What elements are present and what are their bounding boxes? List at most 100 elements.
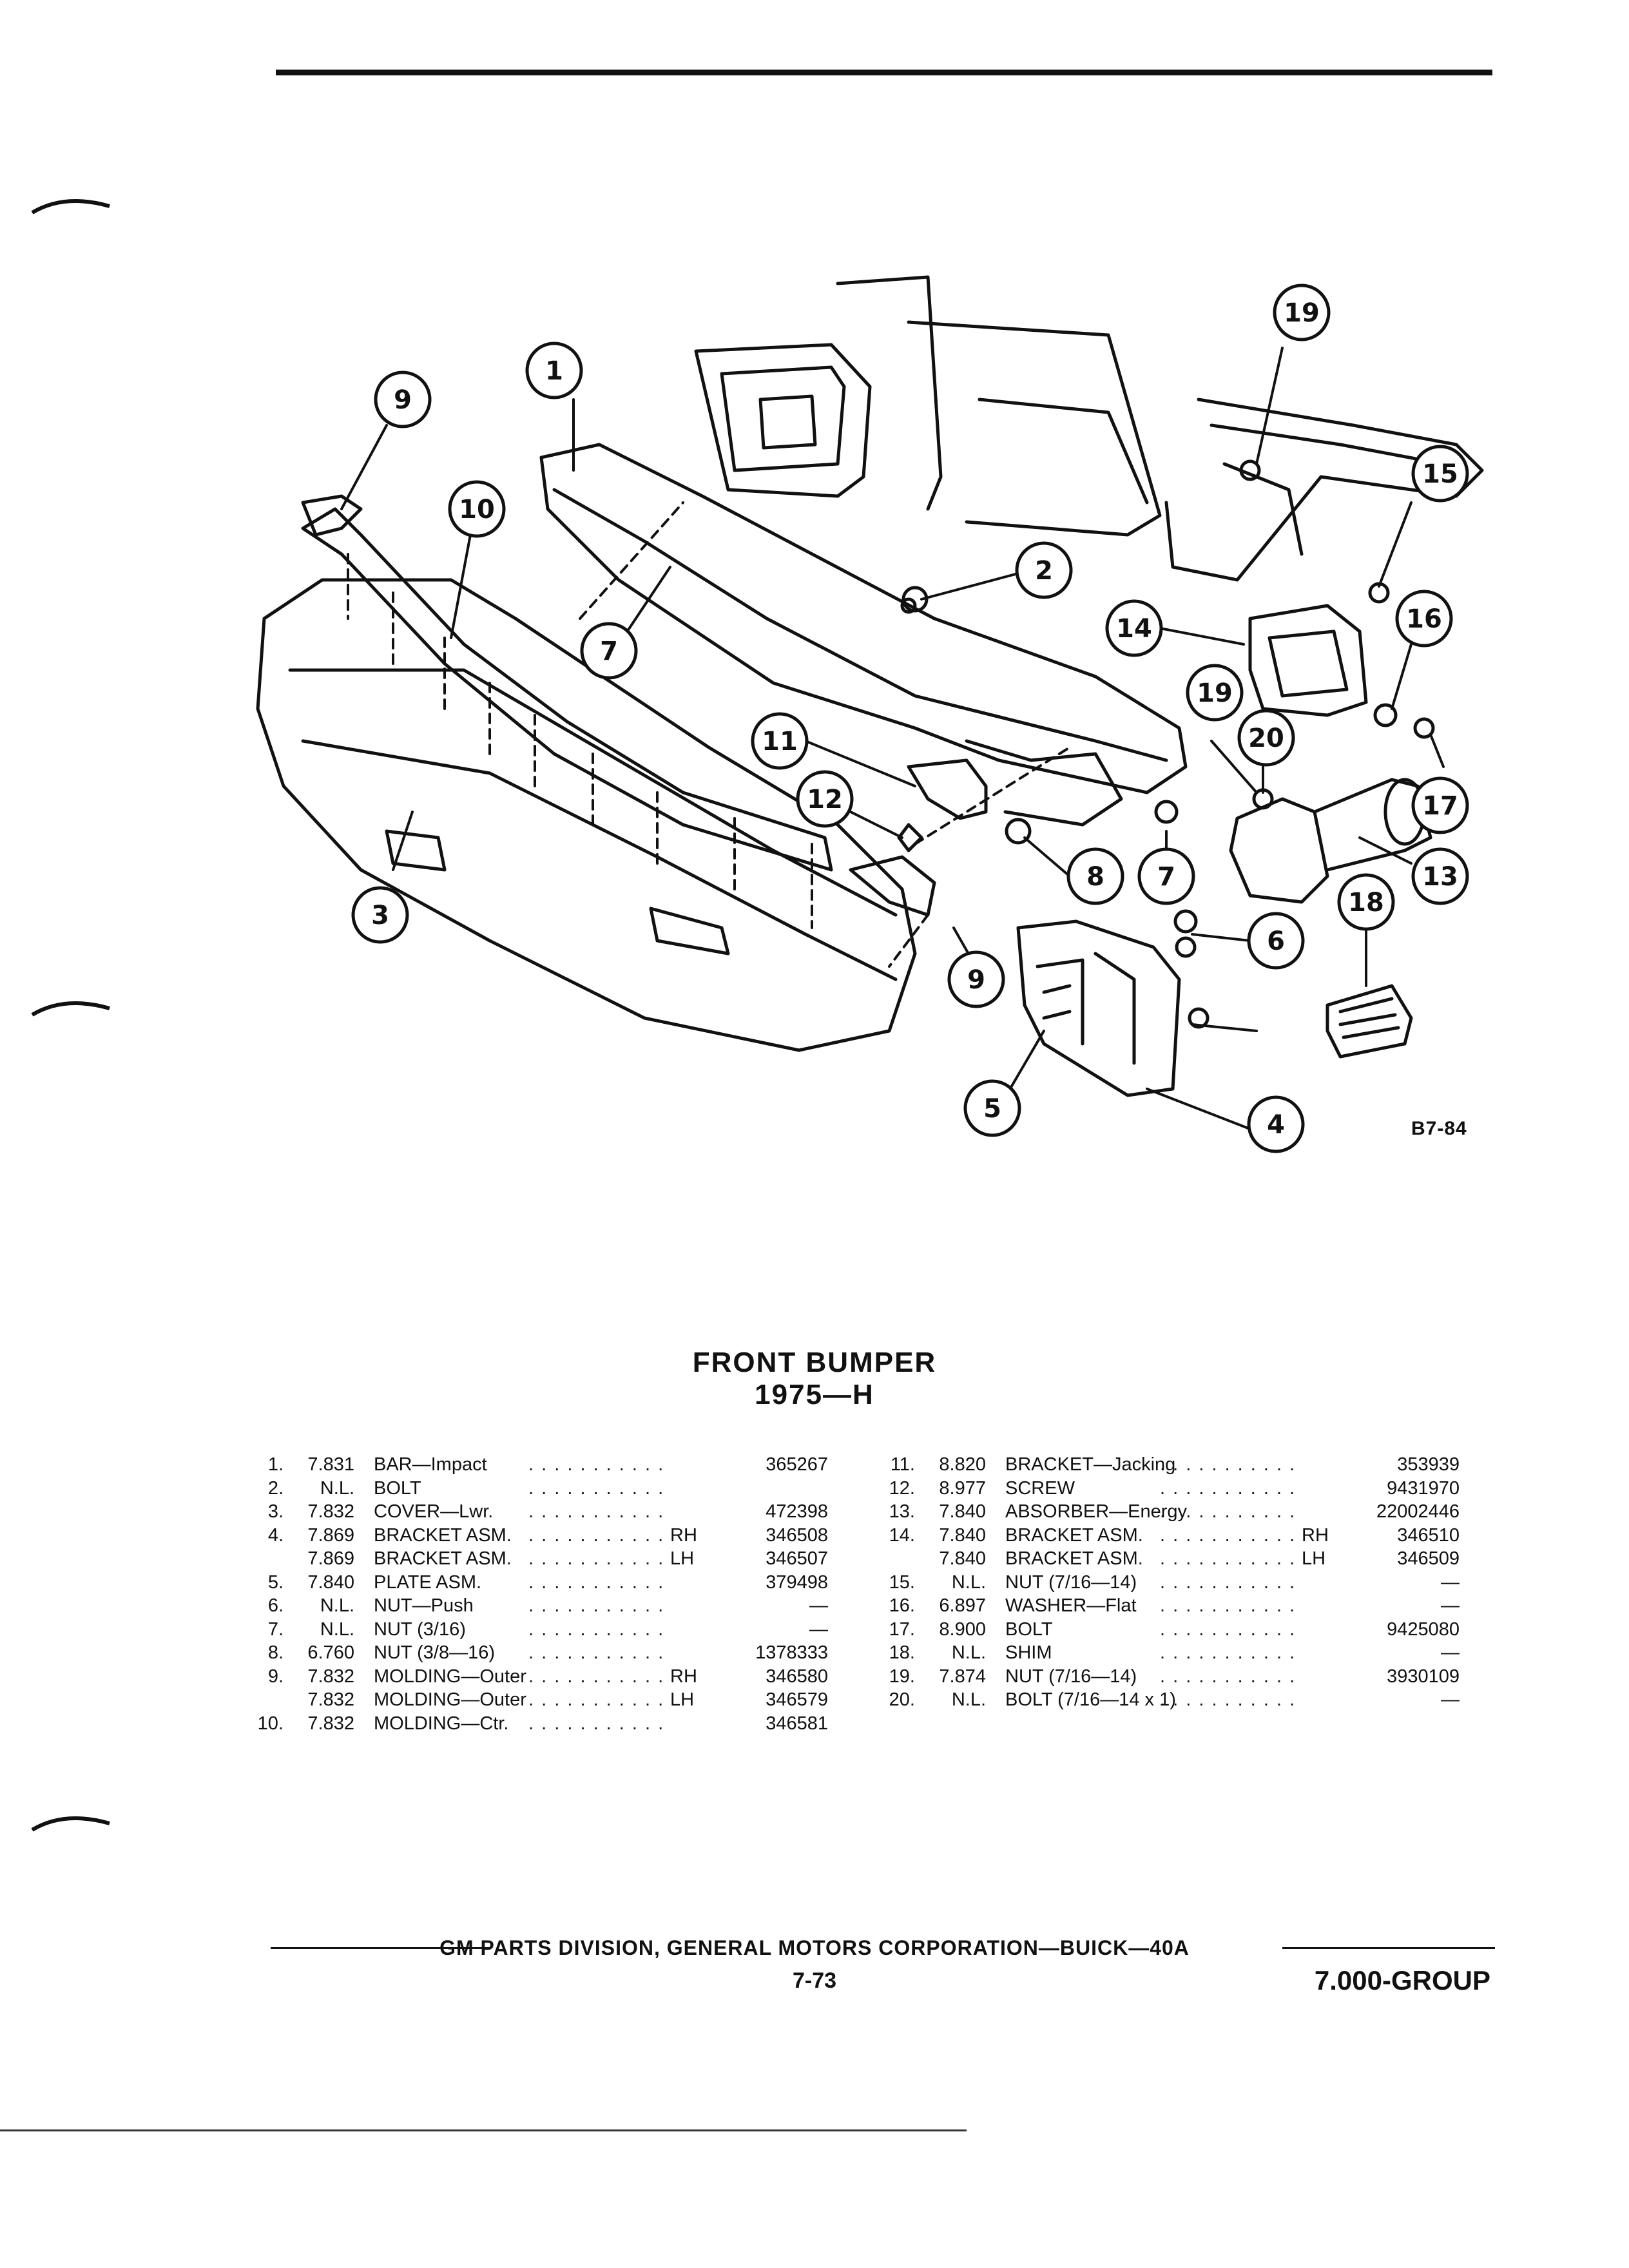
footer-rule-right <box>1282 1947 1495 1949</box>
dot-leader: . . . . . . . . . . . . . . . . <box>1160 1666 1295 1687</box>
callout-label: 7 <box>600 637 618 666</box>
parts-item-number: 5. <box>267 1571 284 1593</box>
parts-description: NUT (7/16—14) <box>1005 1571 1137 1593</box>
callout-circle <box>963 1079 1021 1137</box>
parts-catalog-code: 8.977 <box>939 1477 986 1499</box>
parts-description: PLATE ASM. <box>374 1571 482 1593</box>
dot-leader: . . . . . . . . . . . . . . . . <box>1160 1689 1295 1710</box>
parts-part-number: 379498 <box>766 1571 828 1593</box>
bracket-and-plate-assembly <box>1016 919 1181 1097</box>
callout-label: 10 <box>459 495 495 524</box>
callout-label: 1 <box>545 356 563 386</box>
callout-label: 8 <box>1086 862 1104 892</box>
dot-leader: . . . . . . . . . . . . . . . . <box>1160 1524 1295 1546</box>
callout-circle <box>1411 445 1469 503</box>
callout-circle <box>1237 709 1295 767</box>
callout-circle <box>525 341 583 399</box>
parts-item-number: 3. <box>267 1501 284 1522</box>
callout-label: 15 <box>1422 459 1458 489</box>
parts-list-row: 15.N.L.NUT (7/16—14)—. . . . . . . . . .… <box>876 1571 1495 1595</box>
parts-side: RH <box>670 1666 697 1687</box>
callout-circle <box>580 622 638 680</box>
callout-label: 13 <box>1422 862 1458 892</box>
parts-item-number: 8. <box>267 1642 284 1663</box>
parts-item-number: 12. <box>889 1477 915 1499</box>
dot-leader: . . . . . . . . . . . . . . . . <box>1160 1477 1295 1499</box>
parts-description: SHIM <box>1005 1642 1052 1663</box>
absorber-mounting-bracket <box>1248 604 1368 717</box>
dot-leader: . . . . . . . . . . . . . . . . <box>528 1524 664 1546</box>
callout-label: 9 <box>394 385 412 415</box>
dot-leader: . . . . . . . . . . . . . . . . <box>528 1571 664 1593</box>
callout-circle <box>1105 599 1163 657</box>
frame-rail <box>694 275 1484 582</box>
parts-item-number: 14. <box>889 1524 915 1546</box>
dot-leader: . . . . . . . . . . . . . . . . <box>528 1619 664 1640</box>
parts-part-number: — <box>1441 1642 1460 1663</box>
callout-circle <box>796 770 854 828</box>
binder-hole-mark <box>26 193 122 215</box>
callout-label: 14 <box>1116 614 1152 644</box>
callout-label: 4 <box>1267 1110 1285 1140</box>
parts-catalog-code: 8.900 <box>939 1619 986 1640</box>
parts-part-number: 346510 <box>1397 1524 1460 1546</box>
parts-item-number: 19. <box>889 1666 915 1687</box>
callout-circle <box>448 480 506 538</box>
parts-description: SCREW <box>1005 1477 1075 1499</box>
parts-catalog-code: N.L. <box>951 1642 986 1663</box>
footer-rule-left <box>271 1947 490 1949</box>
parts-description: BOLT <box>1005 1619 1053 1640</box>
parts-part-number: 346508 <box>766 1524 828 1546</box>
callout-label: 2 <box>1035 556 1053 586</box>
dot-leader: . . . . . . . . . . . . . . . . <box>528 1713 664 1734</box>
parts-description: MOLDING—Outer <box>374 1666 526 1687</box>
parts-catalog-code: 7.831 <box>307 1454 354 1475</box>
callout-circle <box>1411 776 1469 834</box>
parts-list-row: 20.N.L.BOLT (7/16—14 x 1)—. . . . . . . … <box>876 1688 1495 1712</box>
parts-description: BRACKET ASM. <box>374 1548 512 1569</box>
group-label: 7.000-GROUP <box>1314 1965 1490 1995</box>
parts-catalog-code: 6.897 <box>939 1595 986 1616</box>
callout-circle <box>374 370 432 428</box>
parts-item-number: 2. <box>267 1477 284 1499</box>
callout-label: 18 <box>1348 888 1384 918</box>
parts-description: NUT—Push <box>374 1595 474 1616</box>
parts-catalog-code: 7.832 <box>307 1689 354 1710</box>
callout-circle <box>351 886 409 944</box>
page-subtitle: 1975—H <box>755 1379 874 1410</box>
callout-circle <box>1066 847 1124 905</box>
callout-circle <box>1247 1095 1305 1153</box>
parts-part-number: 1378333 <box>755 1642 828 1663</box>
parts-item-number: 17. <box>889 1619 915 1640</box>
callout-circle <box>751 712 809 770</box>
dot-leader: . . . . . . . . . . . . . . . . <box>528 1642 664 1663</box>
footer-publisher: GM PARTS DIVISION, GENERAL MOTORS CORPOR… <box>439 1936 1190 1959</box>
parts-catalog-code: N.L. <box>320 1619 354 1640</box>
parts-catalog-code: N.L. <box>320 1595 354 1616</box>
parts-item-number: 1. <box>267 1454 284 1475</box>
parts-part-number: 346580 <box>766 1666 828 1687</box>
callout-circle <box>1395 590 1453 648</box>
callout-label: 16 <box>1406 604 1442 634</box>
outer-molding <box>301 494 936 917</box>
energy-absorber <box>1229 778 1432 904</box>
page-title: FRONT BUMPER <box>692 1347 937 1378</box>
parts-description: NUT (7/16—14) <box>1005 1666 1137 1687</box>
callout-circle <box>1411 847 1469 905</box>
parts-part-number: 472398 <box>766 1501 828 1522</box>
parts-part-number: 346509 <box>1397 1548 1460 1569</box>
parts-description: ABSORBER—Energy <box>1005 1501 1188 1522</box>
parts-part-number: 22002446 <box>1376 1501 1460 1522</box>
parts-catalog-code: 7.840 <box>939 1524 986 1546</box>
parts-item-number: 7. <box>267 1619 284 1640</box>
parts-part-number: — <box>809 1595 828 1616</box>
parts-description: WASHER—Flat <box>1005 1595 1137 1616</box>
parts-catalog-code: 7.840 <box>939 1548 986 1569</box>
